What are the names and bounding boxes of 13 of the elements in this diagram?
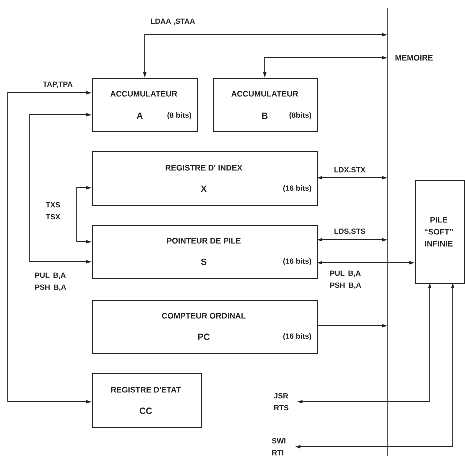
register-box — [92, 225, 318, 280]
register-label: S — [201, 258, 207, 266]
register-box — [213, 78, 318, 132]
register-label: CC — [140, 408, 152, 414]
register-label: PC — [198, 334, 210, 340]
register-box — [92, 300, 318, 354]
stack-box — [415, 180, 465, 284]
register-label: B — [262, 112, 268, 120]
register-box — [92, 78, 198, 132]
register-label: A — [137, 112, 143, 120]
register-box — [92, 151, 318, 206]
register-label: X — [201, 186, 207, 192]
register-box — [92, 373, 202, 428]
